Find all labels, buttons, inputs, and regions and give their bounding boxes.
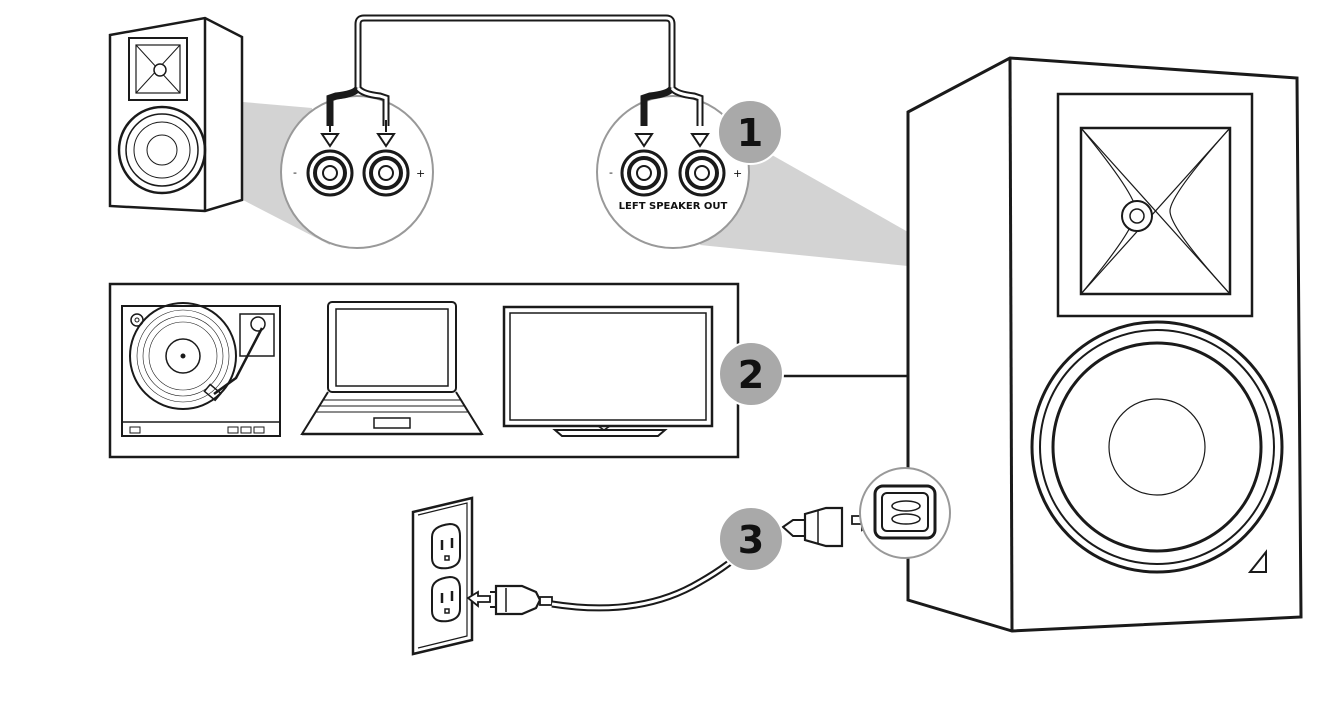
active-speaker [906, 56, 1303, 633]
polarity-negative-label-2: - [609, 166, 613, 179]
turntable-icon [121, 302, 281, 437]
power-cord [466, 542, 753, 616]
terminal-callout-active: - + LEFT SPEAKER OUT [596, 85, 750, 249]
polarity-negative-label: - [293, 166, 297, 179]
step-badge-2: 2 [718, 341, 784, 407]
passive-speaker [108, 16, 244, 213]
polarity-positive-label-2: + [733, 167, 742, 180]
step-badge-3: 3 [718, 506, 784, 572]
step-number-2: 2 [738, 353, 764, 397]
speaker-wire [354, 14, 676, 92]
callout-wedge-active [700, 138, 908, 266]
left-speaker-out-label: LEFT SPEAKER OUT [619, 201, 728, 212]
polarity-positive-label: + [416, 167, 425, 180]
step-number-3: 3 [738, 518, 764, 562]
step-number-1: 1 [737, 111, 763, 155]
step-badge-1: 1 [717, 99, 783, 165]
tv-icon [502, 305, 714, 437]
laptop-icon [300, 301, 484, 436]
terminal-callout-passive: - + [280, 85, 434, 249]
source-devices-panel [108, 282, 908, 459]
wall-outlet [411, 496, 474, 656]
power-socket-callout [859, 467, 951, 559]
